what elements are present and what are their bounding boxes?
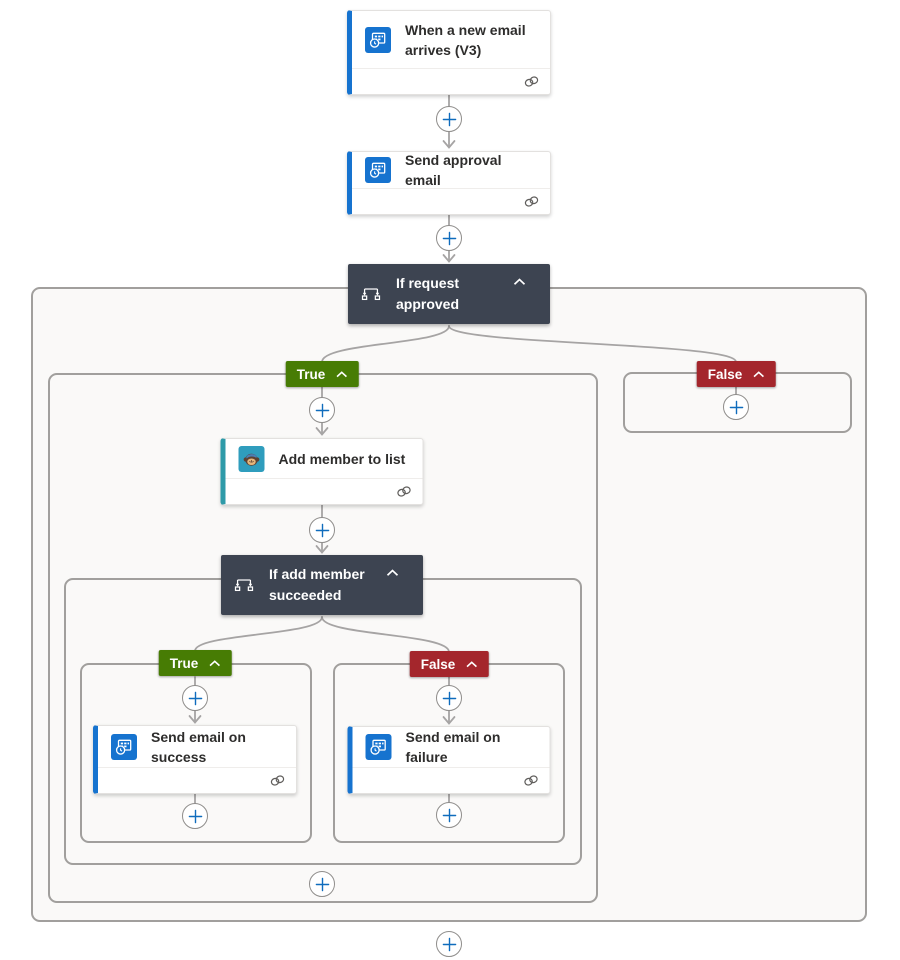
card-title: Send email on success xyxy=(151,728,246,765)
connection-icon[interactable] xyxy=(523,75,540,88)
branch-badge-label: False xyxy=(707,366,743,382)
insert-step-button[interactable] xyxy=(182,685,208,711)
branch-badge-false[interactable]: False xyxy=(696,361,776,387)
branch-badge-label: False xyxy=(420,656,456,672)
add-action-button[interactable] xyxy=(436,931,462,957)
action-card-add-member-to-list[interactable]: Add member to list xyxy=(220,438,424,505)
insert-step-button[interactable] xyxy=(436,106,462,132)
connection-icon[interactable] xyxy=(523,195,540,208)
connection-icon[interactable] xyxy=(523,774,540,787)
add-action-button[interactable] xyxy=(182,803,208,829)
chevron-up-icon[interactable] xyxy=(208,659,220,667)
branch-badge-label: True xyxy=(296,366,326,382)
condition-card-if-request-approved[interactable]: If request approved xyxy=(348,264,550,324)
chevron-up-icon[interactable] xyxy=(513,278,526,286)
action-card-send-email-on-success[interactable]: Send email on success xyxy=(93,725,297,794)
condition-card-if-add-member-succeeded[interactable]: If add member succeeded xyxy=(221,555,423,615)
condition-icon xyxy=(234,577,254,594)
chevron-up-icon[interactable] xyxy=(465,660,477,668)
insert-step-button[interactable] xyxy=(309,517,335,543)
outlook-icon xyxy=(365,734,392,760)
card-title: When a new email arrives (V3) xyxy=(405,21,526,58)
condition-icon xyxy=(361,286,381,303)
card-title: Send approval email xyxy=(405,152,502,188)
insert-step-button[interactable] xyxy=(436,225,462,251)
connection-icon[interactable] xyxy=(269,774,286,787)
trigger-card-when-new-email-arrives[interactable]: When a new email arrives (V3) xyxy=(347,10,551,95)
insert-step-button[interactable] xyxy=(309,397,335,423)
insert-step-button[interactable] xyxy=(436,685,462,711)
add-action-button[interactable] xyxy=(436,802,462,828)
branch-badge-false[interactable]: False xyxy=(409,651,489,677)
branch-badge-true[interactable]: True xyxy=(158,650,232,676)
branch-badge-true[interactable]: True xyxy=(285,361,359,387)
chevron-up-icon[interactable] xyxy=(386,569,399,577)
condition-title: If request approved xyxy=(396,275,460,312)
action-card-send-approval-email[interactable]: Send approval email xyxy=(347,151,551,215)
card-title: Add member to list xyxy=(278,450,406,467)
connection-icon[interactable] xyxy=(396,485,413,498)
mailchimp-icon xyxy=(238,445,265,472)
outlook-icon xyxy=(365,157,391,183)
outlook-icon xyxy=(111,733,137,760)
outlook-icon xyxy=(365,26,391,53)
condition-title: If add member succeeded xyxy=(269,566,365,603)
branch-badge-label: True xyxy=(169,655,199,671)
chevron-up-icon[interactable] xyxy=(752,370,764,378)
add-action-button[interactable] xyxy=(309,871,335,897)
chevron-up-icon[interactable] xyxy=(335,370,347,378)
card-title: Send email on failure xyxy=(405,729,501,765)
action-card-send-email-on-failure[interactable]: Send email on failure xyxy=(347,726,551,794)
add-action-button[interactable] xyxy=(723,394,749,420)
